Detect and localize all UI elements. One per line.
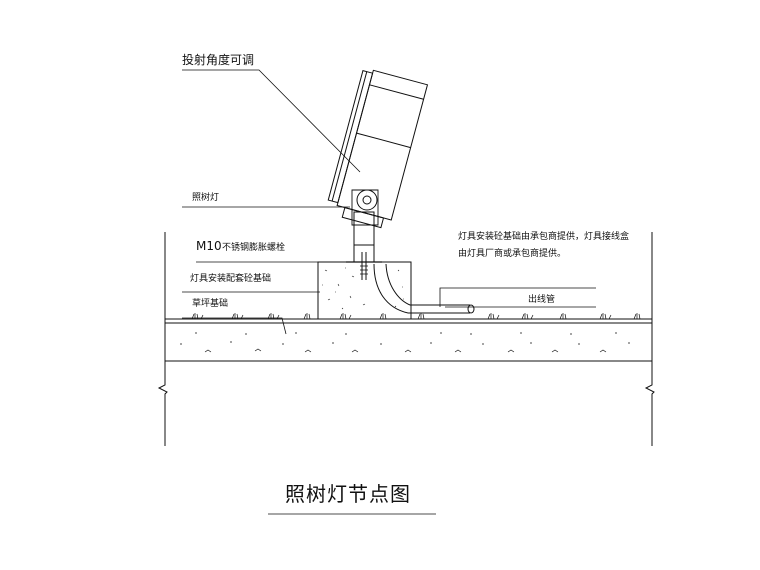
label-base: 灯具安装配套砼基础 [190, 274, 272, 284]
note-line-1: 灯具安装砼基础由承包商提供，灯具接线盒 [458, 232, 630, 242]
break-lines [157, 232, 655, 446]
label-fixture: 照树灯 [192, 193, 220, 203]
note-line-2: 由灯具厂商或承包商提供。 [458, 249, 567, 259]
flood-light [327, 69, 429, 229]
label-bolt-size: M10 [196, 239, 222, 253]
label-conduit: 出线管 [528, 295, 556, 305]
grass-tufts [191, 313, 641, 320]
concrete-footing [317, 261, 412, 320]
label-bolt-desc: 不锈钢膨胀螺栓 [222, 243, 286, 253]
ground-layers [165, 318, 652, 362]
leader-lines [182, 69, 596, 335]
label-angle-adjustable: 投射角度可调 [182, 53, 255, 67]
soil-hatch [180, 332, 630, 353]
label-lawn: 草坪基础 [192, 299, 229, 309]
cable-conduit [408, 304, 475, 314]
expansion-bolt [360, 252, 368, 280]
drawing-title: 照树灯节点图 [285, 482, 411, 506]
